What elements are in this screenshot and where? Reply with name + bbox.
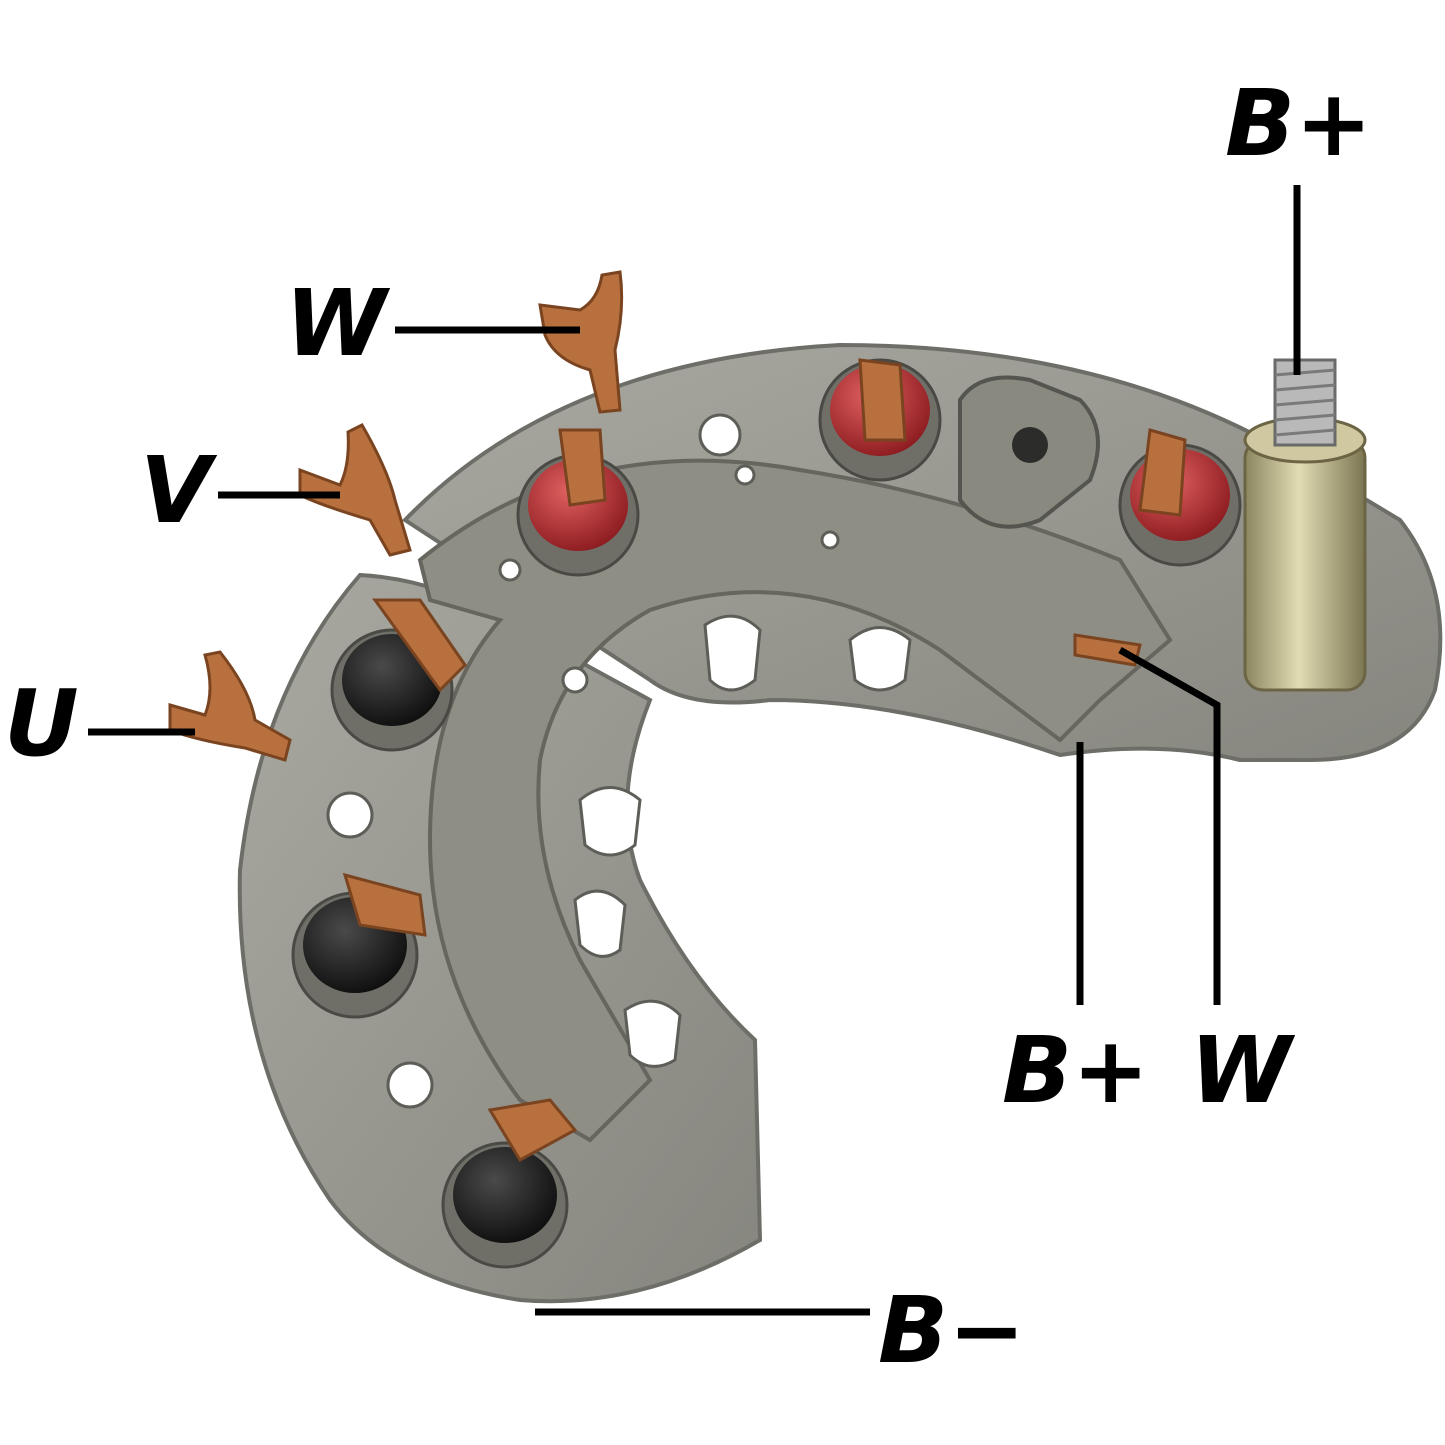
label-w-top: W xyxy=(285,270,391,377)
plate-slot xyxy=(623,999,682,1068)
plate-hole xyxy=(561,666,589,694)
plate-hole xyxy=(386,1061,434,1109)
label-u: U xyxy=(4,670,79,777)
copper-tab xyxy=(1138,428,1187,517)
insulating-bridge xyxy=(417,458,1173,1143)
copper-tab xyxy=(1073,633,1142,667)
copper-terminal-u xyxy=(168,650,292,762)
label-v: V xyxy=(140,437,218,544)
plate-slot xyxy=(573,889,627,958)
label-b-minus: B− xyxy=(878,1277,1025,1384)
plate-hole xyxy=(734,464,756,486)
copper-tab xyxy=(342,872,427,937)
copper-tab xyxy=(558,428,607,507)
label-w-small: W xyxy=(1190,1017,1296,1124)
negative-diode xyxy=(441,1141,569,1269)
copper-tab xyxy=(858,358,907,442)
plate-hole xyxy=(698,413,742,457)
copper-terminal-v xyxy=(298,423,412,557)
leader-w-small xyxy=(1118,646,1221,1005)
copper-terminal-w xyxy=(538,270,624,414)
label-b-plus-small: B+ xyxy=(1002,1017,1149,1124)
plate-slot xyxy=(578,786,642,857)
copper-tab xyxy=(372,598,467,693)
copper-tab xyxy=(487,1098,578,1163)
plate-hole xyxy=(498,558,522,582)
plate-hole xyxy=(820,530,840,550)
plate-slot xyxy=(703,614,762,692)
b-plus-stud-terminal xyxy=(1243,358,1367,692)
plate-hole xyxy=(326,791,374,839)
label-b-plus-stud: B+ xyxy=(1225,70,1372,177)
plate-slot xyxy=(848,626,912,692)
regulator-pad xyxy=(958,375,1100,529)
